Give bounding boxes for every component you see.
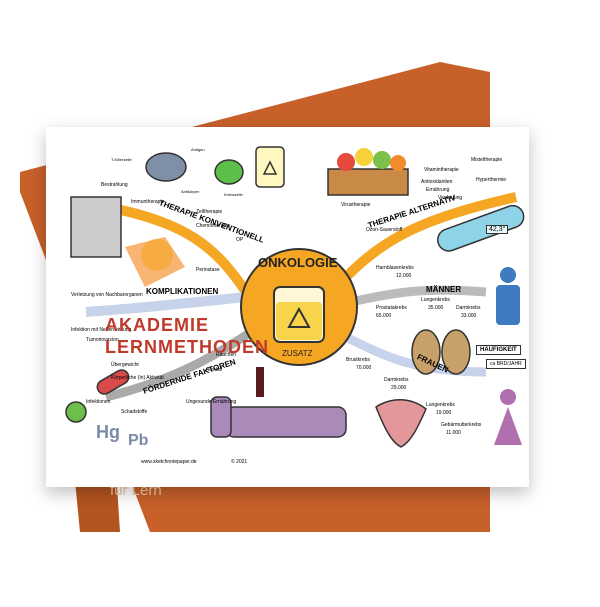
label-antioxidantien: Antioxidantien	[421, 179, 453, 185]
maenner-item-2-name: Lungenkrebs	[421, 297, 450, 303]
label-ozon: Ozon-Sauerstoff	[366, 227, 403, 233]
mindmap-drawing	[65, 146, 525, 448]
label-infektion: Infektion mit Nebenwirkung	[71, 327, 132, 333]
thermometer-display: 42,3°	[486, 225, 509, 234]
label-tumorinvasion: Tumorinvasion	[86, 337, 119, 343]
mindmap-card: ONKOLOGIE ZUSATZ THERAPIE KONVENTIONELL …	[46, 127, 529, 487]
label-bestrahlung: Bestrahlung	[101, 182, 128, 188]
label-krebszelle: Krebszelle	[224, 192, 243, 197]
label-aktivitaet: Körperliche (In) Aktivität	[111, 375, 164, 381]
label-rauchen: Rauchen	[216, 352, 237, 358]
label-zelltherapie: Zelltherapie	[196, 209, 223, 215]
maenner-item-3-name: Darmkrebs	[456, 305, 481, 311]
label-op: OP	[236, 237, 244, 243]
maenner-item-4-name: Prostatakrebs	[376, 305, 407, 311]
maenner-item-4-count: 65.000	[376, 313, 392, 319]
center-title: ONKOLOGIE	[258, 255, 338, 270]
center-subtitle: ZUSATZ	[282, 349, 313, 358]
footer-url: www.sketchnotepaper.de	[141, 459, 197, 465]
label-uebergewicht: Übergewicht	[111, 362, 139, 368]
frauen-item-1-name: Brustkrebs	[346, 357, 370, 363]
brand-logo-icon	[125, 237, 185, 287]
maenner-item-3-count: 33.000	[461, 313, 477, 319]
label-immuntherapie: Immuntherapie	[131, 199, 165, 205]
haeufigkeit-label: HÄUFIGKEIT	[480, 347, 517, 353]
frauen-item-4-count: 11.000	[446, 430, 461, 436]
label-ernaehrung-ungesund: Ungesunde Ernährung	[186, 399, 237, 405]
branch-komplikationen: KOMPLIKATIONEN	[146, 287, 219, 296]
frauen-item-2-count: 29.000	[391, 385, 407, 391]
label-misteltherapie: Misteltherapie	[471, 157, 503, 163]
label-chemotherapie: Chemotherapie	[196, 223, 231, 229]
label-schadstoffe: Schadstoffe	[121, 409, 148, 415]
label-verdauung: Verdauung	[438, 195, 463, 201]
label-alkohol: Alkohol	[206, 367, 223, 373]
maenner-item-1-name: Harnblasenkrebs	[376, 265, 414, 271]
frauen-item-1-count: 70.000	[356, 365, 372, 371]
frauen-item-3-count: 19.000	[436, 410, 452, 416]
maenner-item-2-count: 35.000	[428, 305, 444, 311]
branch-maenner: MÄNNER	[426, 285, 462, 294]
element-hg: Hg	[96, 422, 120, 442]
label-antigen: Antigen	[191, 147, 205, 152]
label-periostase: Periostase	[196, 267, 220, 273]
label-antikoerper: Antikörper	[181, 189, 200, 194]
maenner-item-1-count: 12.000	[396, 273, 412, 279]
label-hyperthermie: Hyperthermie	[476, 177, 507, 183]
label-virustherapie: Virustherapie	[341, 202, 371, 208]
haeufigkeit-sub: ca BRD/JAHR	[486, 359, 526, 369]
label-t-killerzelle: T-Killerzelle	[111, 157, 132, 162]
label-infektionen: Infektionen	[86, 399, 111, 405]
frauen-item-3-name: Lungenkrebs	[426, 402, 455, 408]
frauen-item-4-name: Gebärmutterkrebs	[441, 422, 482, 428]
label-ernaehrung: Ernährung	[426, 187, 450, 193]
frauen-item-2-name: Darmkrebs	[384, 377, 409, 383]
label-verletzung: Verletzung von Nachbarorganen	[71, 292, 143, 298]
label-vitamintherapie: Vitamintherapie	[424, 167, 459, 173]
element-pb: Pb	[128, 432, 149, 449]
brand-line1: AKADEMIE	[105, 315, 210, 335]
brand-watermark: AKADEMIE LERNMETHODEN	[105, 207, 325, 377]
footer-copyright: © 2021	[231, 459, 248, 465]
haeufigkeit-badge: HÄUFIGKEIT	[476, 345, 521, 355]
brand-line2: LERNMETHODEN	[105, 337, 269, 357]
